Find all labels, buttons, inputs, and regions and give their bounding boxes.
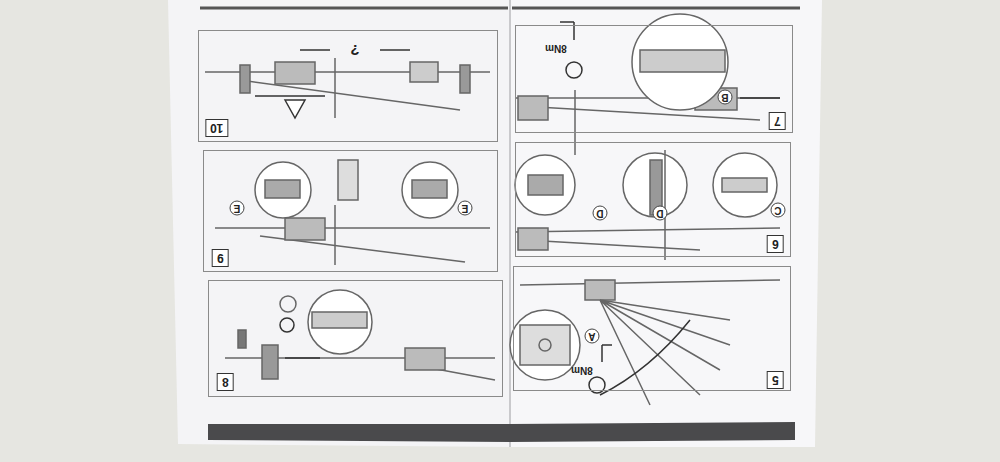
step-number: 10 — [205, 119, 228, 137]
step-panel: 6 — [515, 142, 791, 257]
callout-letter: C — [774, 205, 781, 215]
torque-value: 8Nm — [545, 43, 567, 53]
step-number: 8 — [217, 373, 234, 391]
step-panel: 10 — [198, 30, 498, 142]
question-mark: ? — [350, 43, 359, 58]
callout-letter: A — [588, 331, 595, 341]
step-number: 5 — [767, 371, 784, 389]
callout-letter: D — [596, 208, 603, 218]
callout-letter: D — [656, 208, 663, 218]
step-number: 9 — [212, 249, 229, 267]
header-rule — [512, 7, 800, 10]
step-number: 6 — [767, 235, 784, 253]
footer-bar — [208, 424, 510, 442]
rack-drawings — [205, 14, 780, 405]
right-page — [510, 0, 822, 447]
callout-circles — [230, 90, 785, 343]
callout-letter: E — [234, 203, 241, 213]
footer-bar — [510, 422, 795, 442]
torque-icons — [280, 22, 612, 393]
step-panel: 5 — [513, 266, 791, 391]
step-panel: 7 — [515, 25, 793, 133]
step-panel: 9 — [203, 150, 498, 272]
left-page — [168, 0, 510, 447]
step-number: 7 — [769, 112, 786, 130]
header-rule — [200, 7, 508, 10]
page-fold — [509, 0, 511, 447]
callout-letter: B — [721, 92, 728, 102]
torque-value: 8Nm — [571, 365, 593, 375]
callout-letter: E — [462, 203, 469, 213]
step-panel: 8 — [208, 280, 503, 397]
